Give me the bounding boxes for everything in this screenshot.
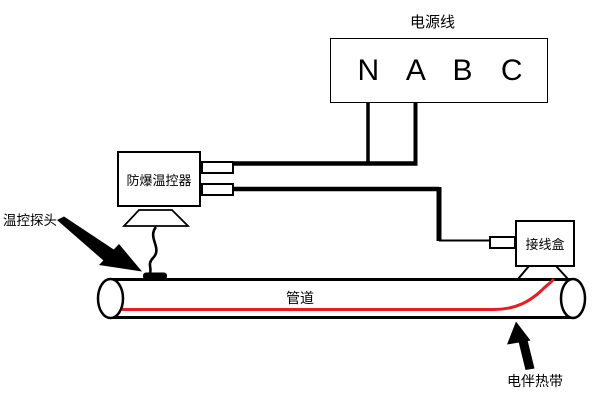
heat-trace-label: 电伴热带 <box>507 373 563 389</box>
pipe-left-end <box>96 277 125 320</box>
probe-label: 温控探头 <box>3 213 57 228</box>
power-line-label: 电源线 <box>410 14 456 31</box>
junction-box-connector <box>489 236 516 249</box>
sensor-wire <box>148 226 158 274</box>
pipe-right-end <box>559 277 587 320</box>
junction-leg-left <box>517 265 530 280</box>
junction-box: 接线盒 <box>515 220 575 267</box>
probe-arrow-icon <box>57 216 142 272</box>
controller-terminal-bottom <box>201 183 234 196</box>
temperature-probe <box>143 272 167 280</box>
power-terminal-box: N A B C <box>330 38 548 103</box>
heat-trace-cable <box>121 278 555 311</box>
heat-trace-arrow-icon <box>507 321 535 370</box>
junction-box-label: 接线盒 <box>525 237 565 252</box>
controller-terminal-top <box>201 161 234 174</box>
controller-box: 防爆温控器 <box>117 151 201 207</box>
phase-terminal-letters: N A B C <box>357 53 533 87</box>
pipe-label: 管道 <box>286 290 314 306</box>
controller-label: 防爆温控器 <box>126 172 192 188</box>
controller-stand <box>121 209 191 227</box>
junction-leg-right <box>555 265 569 280</box>
